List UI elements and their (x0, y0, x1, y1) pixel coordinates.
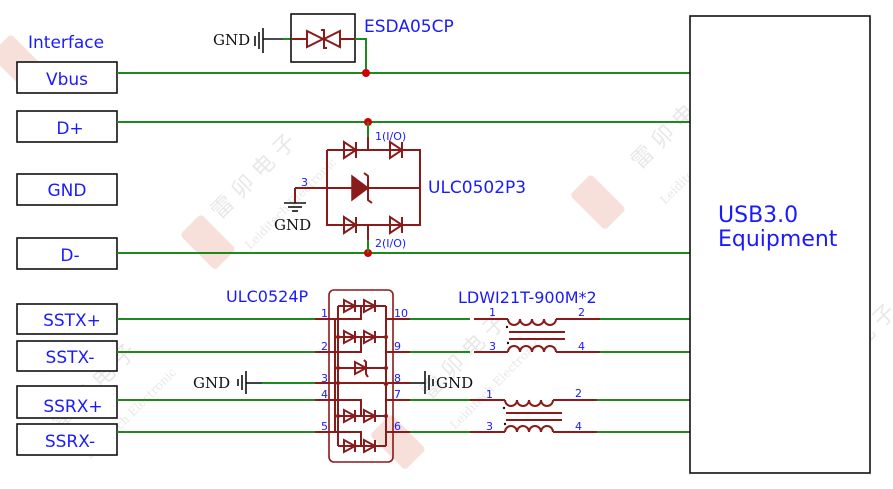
svg-text:SSTX+: SSTX+ (43, 311, 101, 331)
port-gnd[interactable]: GND (16, 173, 118, 206)
ulc0524p-gnd-left: GND (193, 371, 335, 394)
svg-text:GND: GND (213, 31, 250, 49)
esda05cp[interactable]: GND ESDA05CP (213, 13, 454, 77)
svg-text:10: 10 (394, 307, 408, 320)
port-dplus[interactable]: D+ (16, 110, 118, 143)
ulc0524p[interactable]: 1 2 3 4 5 10 9 8 7 6 ULC0524P (226, 287, 410, 463)
svg-text:Equipment: Equipment (718, 227, 838, 252)
svg-text:GND: GND (48, 181, 87, 201)
svg-text:4: 4 (578, 340, 585, 353)
port-vbus[interactable]: Vbus (16, 61, 118, 94)
ulc0524p-label: ULC0524P (226, 287, 309, 306)
port-ssrx-plus[interactable]: SSRX+ (16, 385, 118, 419)
svg-text:GND: GND (436, 374, 473, 392)
svg-text:2: 2 (578, 306, 585, 319)
port-dminus[interactable]: D- (16, 237, 118, 270)
ulc0502p3[interactable]: 1(I/O) 2(I/O) 3 GND ULC0502P3 (274, 118, 526, 257)
svg-text:5: 5 (321, 420, 328, 433)
svg-text:1(I/O): 1(I/O) (375, 130, 406, 143)
port-ssrx-minus[interactable]: SSRX- (16, 423, 118, 456)
svg-text:4: 4 (575, 420, 582, 433)
svg-text:Vbus: Vbus (46, 70, 88, 90)
svg-text:3: 3 (486, 420, 493, 433)
ulc0502p3-label: ULC0502P3 (428, 178, 526, 198)
svg-text:8: 8 (394, 372, 401, 385)
svg-text:7: 7 (394, 388, 401, 401)
usb3-equipment-block[interactable]: USB3.0 Equipment (689, 15, 871, 474)
svg-text:GND: GND (193, 374, 230, 392)
svg-text:1: 1 (489, 306, 496, 319)
svg-text:SSTX-: SSTX- (46, 348, 95, 368)
port-sstx-minus[interactable]: SSTX- (16, 340, 118, 372)
svg-text:SSRX-: SSRX- (45, 432, 95, 452)
ulc0524p-gnd-right: GND (410, 371, 473, 394)
svg-text:3: 3 (321, 372, 328, 385)
esda05cp-label: ESDA05CP (364, 17, 454, 37)
interface-title: Interface (28, 33, 104, 53)
svg-text:1: 1 (321, 307, 328, 320)
svg-text:D+: D+ (56, 119, 83, 139)
svg-text:3: 3 (489, 340, 496, 353)
svg-text:3: 3 (301, 176, 308, 189)
svg-text:USB3.0: USB3.0 (718, 203, 798, 228)
svg-text:2(I/O): 2(I/O) (375, 237, 406, 250)
common-mode-choke[interactable]: LDWI21T-900M*2 1 2 3 4 1 2 3 4 (458, 288, 600, 433)
svg-text:SSRX+: SSRX+ (43, 397, 102, 417)
port-sstx-plus[interactable]: SSTX+ (16, 303, 118, 335)
svg-text:9: 9 (394, 340, 401, 353)
cmc-label: LDWI21T-900M*2 (458, 288, 597, 307)
svg-text:2: 2 (575, 387, 582, 400)
svg-text:6: 6 (394, 420, 401, 433)
svg-text:2: 2 (321, 340, 328, 353)
svg-text:1: 1 (486, 388, 493, 401)
svg-text:4: 4 (321, 388, 328, 401)
svg-text:D-: D- (60, 246, 79, 266)
svg-text:GND: GND (274, 216, 311, 234)
